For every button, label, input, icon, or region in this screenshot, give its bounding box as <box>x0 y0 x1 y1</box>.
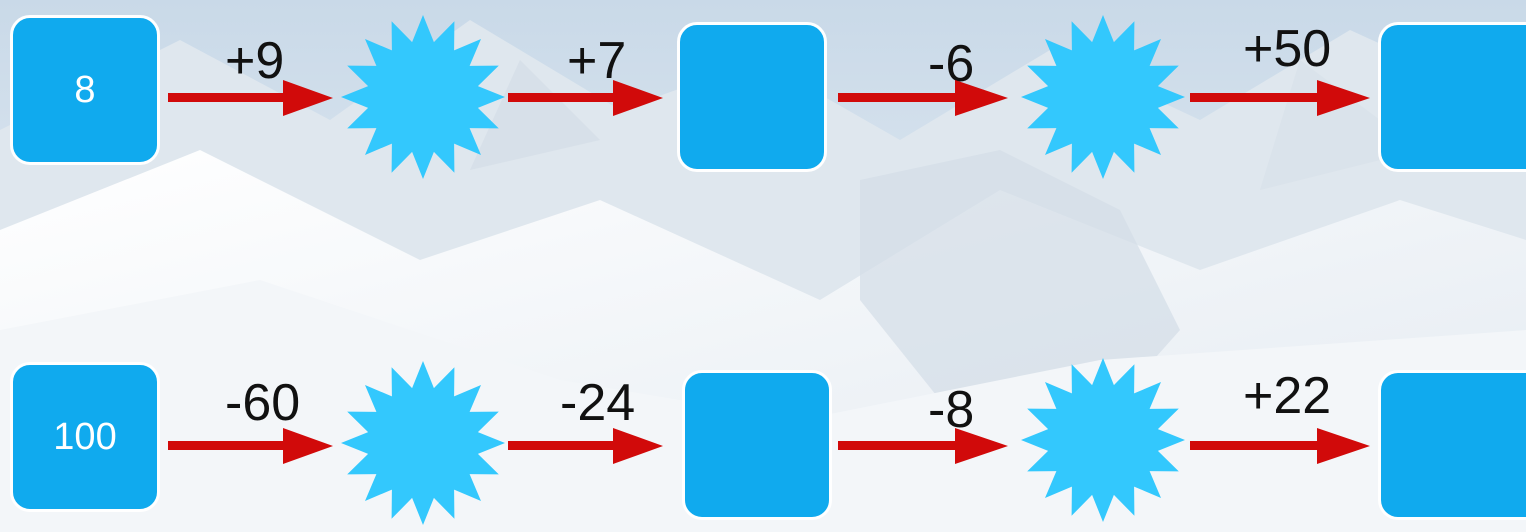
answer-box-row-2-step-2[interactable] <box>682 370 832 520</box>
operation-label-row-1-step-3: -6 <box>928 35 975 93</box>
operation-label-row-2-step-1: -60 <box>225 374 301 432</box>
arrow-row-1-step-1 <box>168 80 333 116</box>
operation-label-row-1-step-1: +9 <box>225 32 285 90</box>
start-box-row-2: 100 <box>10 362 160 512</box>
operation-label-row-2-step-3: -8 <box>928 381 975 439</box>
arrow-row-1-step-2 <box>508 80 663 116</box>
answer-burst-row-1-step-3[interactable] <box>1018 12 1188 182</box>
start-value-row-2: 100 <box>53 415 117 458</box>
answer-box-row-1-step-2[interactable] <box>677 22 827 172</box>
answer-box-row-2-step-4[interactable] <box>1378 370 1526 520</box>
arrow-row-2-step-4 <box>1190 428 1370 464</box>
arrow-row-2-step-2 <box>508 428 663 464</box>
arrow-row-1-step-3 <box>838 80 1008 116</box>
answer-burst-row-1-step-1[interactable] <box>338 12 508 182</box>
arrow-row-2-step-3 <box>838 428 1008 464</box>
answer-burst-row-2-step-1[interactable] <box>338 358 508 528</box>
operation-label-row-2-step-2: -24 <box>560 374 636 432</box>
operation-label-row-1-step-2: +7 <box>567 32 627 90</box>
operation-label-row-1-step-4: +50 <box>1243 20 1332 78</box>
operation-label-row-2-step-4: +22 <box>1243 367 1332 425</box>
answer-burst-row-2-step-3[interactable] <box>1018 355 1188 525</box>
answer-box-row-1-step-4[interactable] <box>1378 22 1526 172</box>
start-box-row-1: 8 <box>10 15 160 165</box>
arrow-row-2-step-1 <box>168 428 333 464</box>
arrow-row-1-step-4 <box>1190 80 1370 116</box>
start-value-row-1: 8 <box>74 68 96 111</box>
